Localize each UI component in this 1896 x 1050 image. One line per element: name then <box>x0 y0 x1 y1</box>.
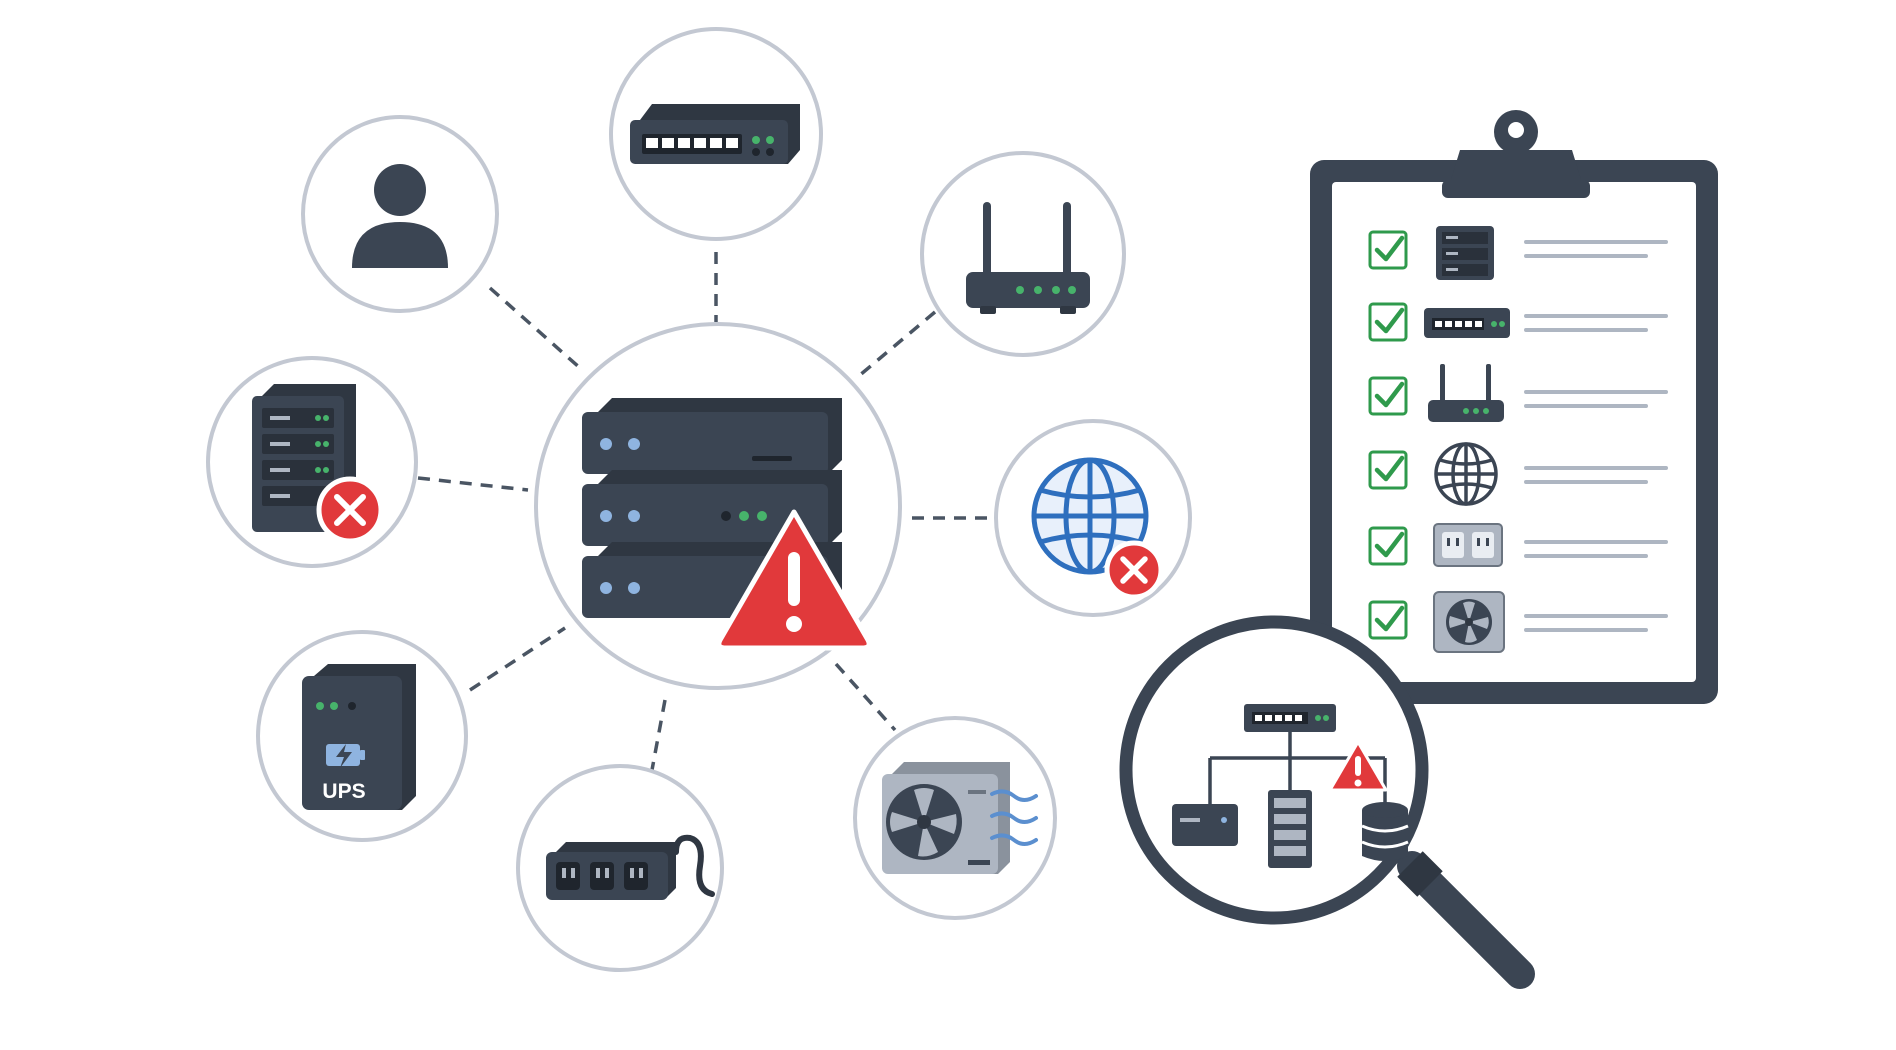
connector-power-strip <box>650 699 667 771</box>
node-internet <box>994 419 1192 617</box>
check-icon <box>1374 307 1405 334</box>
wifi-router-icon <box>1428 364 1504 422</box>
text-line <box>1524 480 1648 484</box>
node-switch <box>609 27 823 241</box>
node-ups: UPS <box>256 630 468 842</box>
check-icon <box>1374 531 1405 558</box>
connector-router <box>858 310 937 377</box>
check-icon <box>1374 235 1405 262</box>
checklist-item <box>1368 302 1668 342</box>
node-cooling <box>853 716 1057 920</box>
cooling-fan-icon <box>1433 591 1505 653</box>
database-icon <box>1361 802 1409 861</box>
checklist-item <box>1368 442 1668 506</box>
node-rack-server <box>206 356 418 568</box>
clipboard <box>1310 110 1718 704</box>
node-power-strip <box>516 764 724 972</box>
power-outlet-icon <box>1433 523 1503 567</box>
airflow-icon <box>990 789 1038 846</box>
connector-rack-server <box>417 476 529 492</box>
warning-icon <box>716 509 872 651</box>
checklist-item <box>1368 364 1668 422</box>
user-icon <box>352 164 448 268</box>
text-line <box>1524 466 1668 470</box>
text-line <box>1524 404 1648 408</box>
air-conditioner-icon <box>882 762 1038 874</box>
node-router <box>920 151 1126 357</box>
power-strip-icon <box>546 834 715 900</box>
text-line <box>1524 554 1648 558</box>
checklist-item <box>1368 523 1668 567</box>
error-icon <box>316 476 384 544</box>
node-ring <box>920 151 1126 357</box>
clipboard-clip <box>1442 110 1590 198</box>
hub-node <box>534 322 902 690</box>
check-icon <box>1374 455 1405 482</box>
text-line <box>1524 628 1648 632</box>
error-icon <box>1104 540 1164 600</box>
rack-server-icon <box>1436 226 1494 280</box>
wifi-router-icon <box>966 202 1090 314</box>
check-icon <box>1374 605 1405 632</box>
checklist-item <box>1368 226 1668 280</box>
text-line <box>1524 254 1648 258</box>
check-icon <box>1374 381 1405 408</box>
text-line <box>1524 540 1668 544</box>
network-topology-icon <box>1172 704 1409 868</box>
network-switch-icon <box>1424 308 1510 338</box>
connector-cooling <box>834 662 897 732</box>
text-line <box>1524 328 1648 332</box>
node-user <box>301 115 499 313</box>
checklist-item <box>1368 591 1668 653</box>
magnifier-lens <box>1119 615 1429 925</box>
text-line <box>1524 614 1668 618</box>
text-line <box>1524 314 1668 318</box>
connectors <box>417 252 992 771</box>
network-switch-icon <box>630 104 800 164</box>
connector-user <box>488 286 582 370</box>
magnifier-icon <box>1119 615 1535 989</box>
text-line <box>1524 390 1668 394</box>
ups-label: UPS <box>322 780 365 803</box>
connector-ups <box>469 626 566 692</box>
text-line <box>1524 240 1668 244</box>
globe-icon <box>1031 457 1149 575</box>
globe-icon <box>1434 442 1498 506</box>
ups-battery-icon: UPS <box>302 664 416 810</box>
